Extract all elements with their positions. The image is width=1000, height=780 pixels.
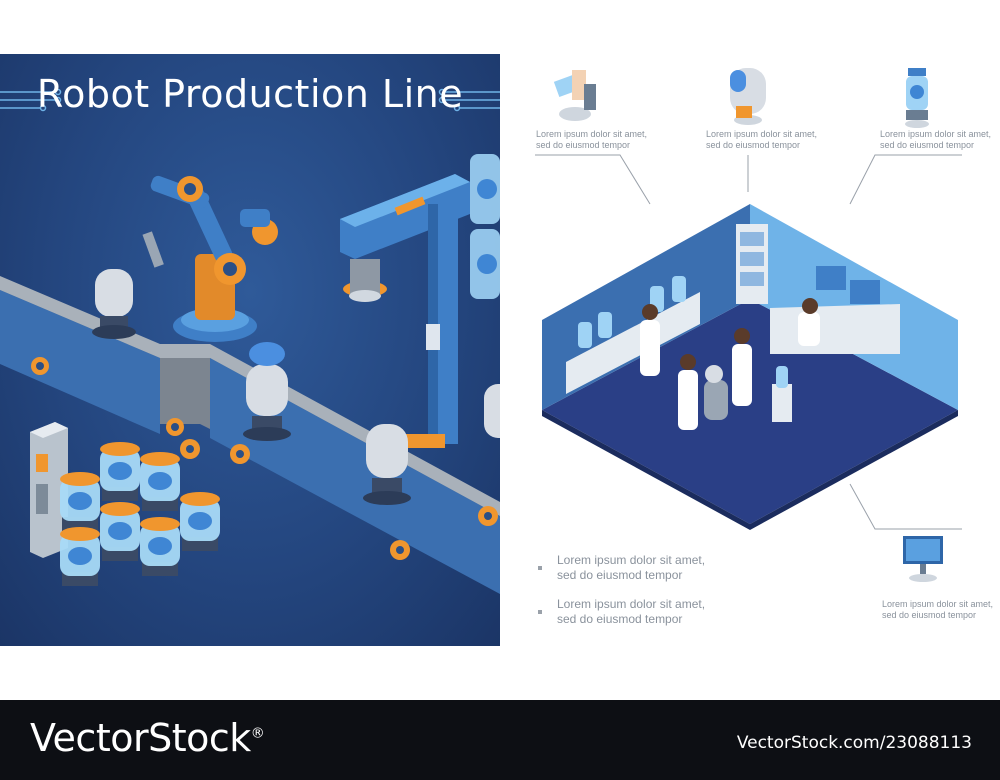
registered-mark: ® — [250, 725, 265, 742]
callout-text-line: sed do eiusmod tempor — [706, 140, 801, 150]
circuit-decoration-left — [0, 88, 62, 112]
laboratory-illustration — [535, 68, 962, 582]
bullet-dot — [538, 610, 542, 614]
callout-robot-arm: Lorem ipsum dolor sit amet, sed do eiusm… — [536, 129, 647, 151]
brain-capsule-icon — [905, 68, 929, 128]
bullet-text-line: Lorem ipsum dolor sit amet, — [557, 553, 706, 567]
bullet-text-line: Lorem ipsum dolor sit amet, — [557, 597, 706, 611]
brain-capsule — [100, 442, 140, 501]
bullet-item: Lorem ipsum dolor sit amet, sed do eiusm… — [557, 553, 705, 583]
robot-head-icon — [730, 68, 766, 125]
brain-capsule — [180, 492, 220, 551]
robot-head-1 — [92, 269, 136, 339]
watermark-logo-text: VectorStock — [30, 716, 251, 760]
robot-head-2 — [243, 342, 291, 441]
callout-text-line: sed do eiusmod tempor — [880, 140, 975, 150]
callout-robot-head: Lorem ipsum dolor sit amet, sed do eiusm… — [706, 129, 817, 151]
bullet-item: Lorem ipsum dolor sit amet, sed do eiusm… — [557, 597, 705, 627]
watermark-logo: VectorStock® — [30, 716, 265, 760]
page-title: Robot Production Line — [36, 72, 464, 116]
brain-capsule — [140, 452, 180, 511]
callout-monitor: Lorem ipsum dolor sit amet, sed do eiusm… — [882, 599, 993, 621]
watermark-url: VectorStock.com/23088113 — [736, 733, 972, 753]
callout-brain-capsule: Lorem ipsum dolor sit amet, sed do eiusm… — [880, 129, 991, 151]
circuit-decoration-right — [438, 88, 500, 112]
callout-text-line: sed do eiusmod tempor — [882, 610, 977, 620]
control-cabinet — [30, 422, 68, 558]
overhead-press — [340, 174, 470, 448]
brain-capsule — [140, 517, 180, 576]
brain-capsule — [60, 472, 100, 531]
callout-text-line: Lorem ipsum dolor sit amet, — [536, 129, 648, 139]
bullet-text-line: sed do eiusmod tempor — [557, 612, 683, 626]
robot-arm-icon — [553, 70, 596, 121]
callout-text-line: Lorem ipsum dolor sit amet, — [706, 129, 818, 139]
robot-head-4 — [484, 384, 500, 438]
robotic-arm — [142, 175, 278, 342]
lab-room — [542, 204, 958, 530]
brain-capsule-column — [470, 154, 500, 299]
connector-lines — [535, 154, 962, 530]
watermark-footer: VectorStock® VectorStock.com/23088113 — [0, 700, 1000, 780]
brain-capsule — [100, 502, 140, 561]
monitor-icon — [903, 536, 943, 582]
production-line-illustration — [0, 88, 500, 594]
callout-text-line: Lorem ipsum dolor sit amet, — [882, 599, 994, 609]
production-line-panel: Robot Production Line — [0, 54, 500, 646]
bullet-text-line: sed do eiusmod tempor — [557, 568, 683, 582]
callout-text-line: sed do eiusmod tempor — [536, 140, 631, 150]
brain-capsule-cluster — [60, 442, 220, 586]
brain-capsule — [60, 527, 100, 586]
bullet-dot — [538, 566, 542, 570]
callout-text-line: Lorem ipsum dolor sit amet, — [880, 129, 992, 139]
robot-head-3 — [363, 424, 411, 505]
